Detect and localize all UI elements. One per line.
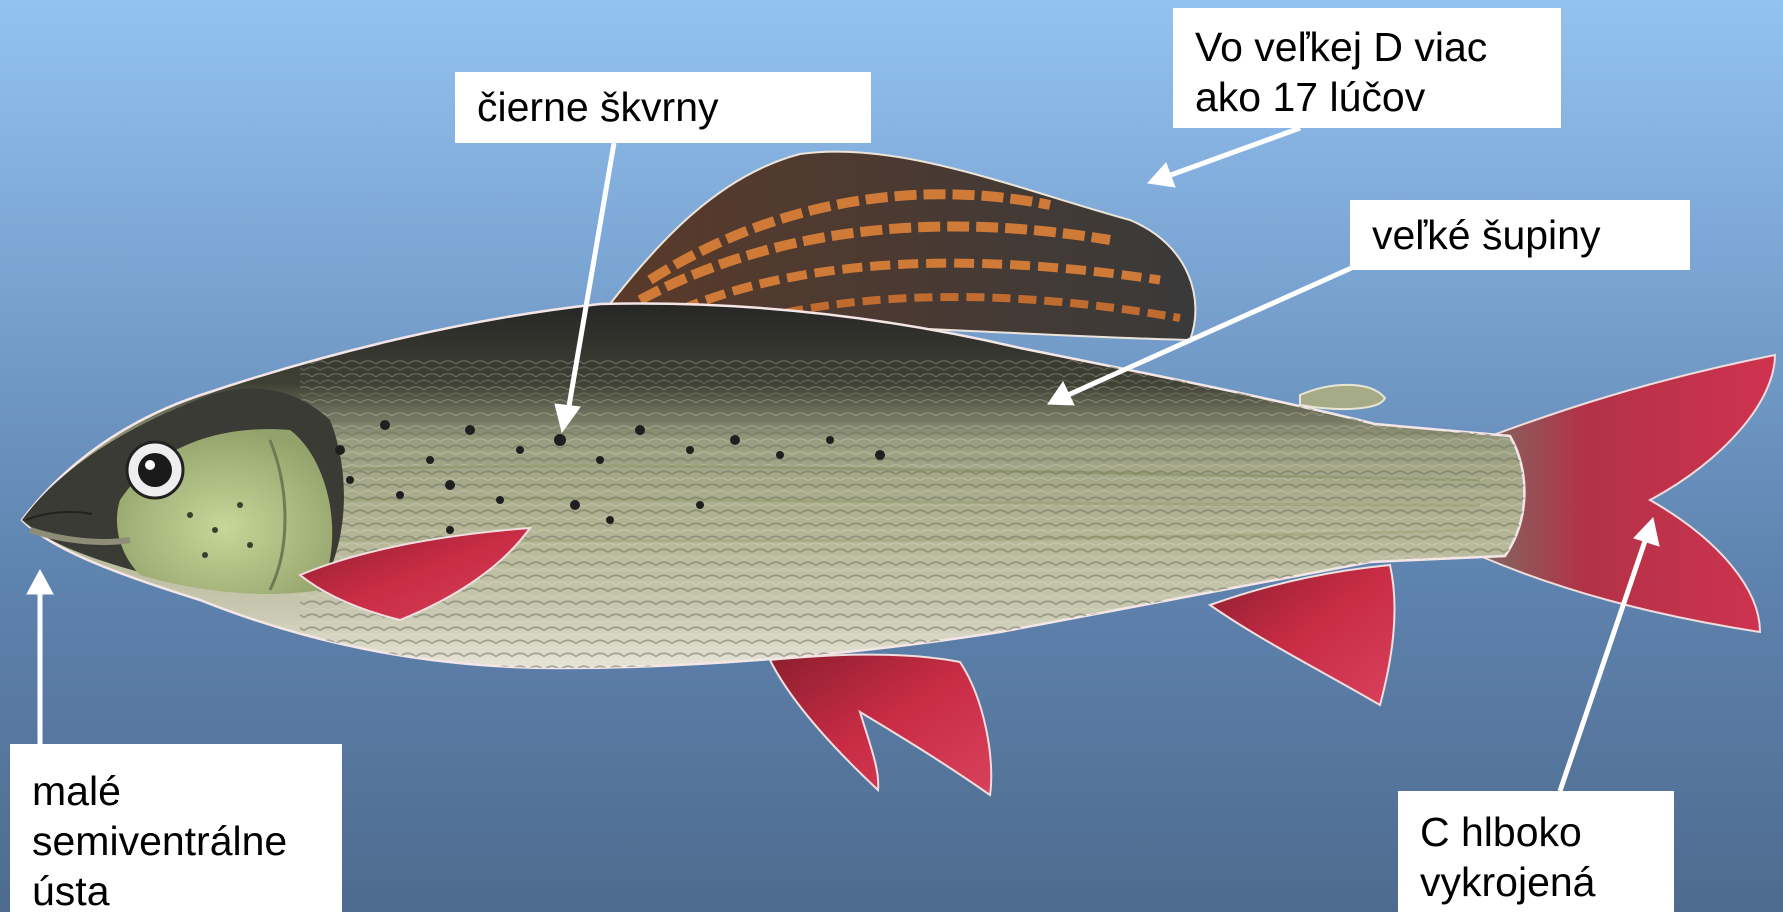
label-large-scales: veľké šupiny xyxy=(1350,200,1690,270)
anal-fin xyxy=(770,655,991,795)
label-dorsal-fin-rays: Vo veľkej D viac ako 17 lúčov xyxy=(1173,8,1561,128)
fish-head xyxy=(22,388,344,594)
label-small-mouth: malé semiventrálne ústa xyxy=(10,744,342,912)
label-black-spots: čierne škvrny xyxy=(455,72,871,143)
adipose-fin xyxy=(1300,385,1385,409)
arrow-small-mouth xyxy=(27,570,53,744)
arrow-dorsal-rays xyxy=(1148,128,1300,187)
label-caudal-fin: C hlboko vykrojená xyxy=(1398,791,1674,912)
